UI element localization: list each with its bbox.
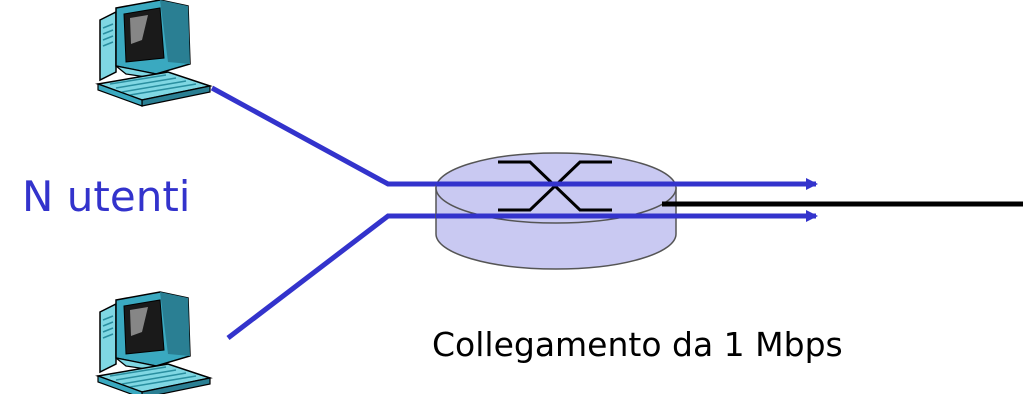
desktop-computer-icon [97, 291, 211, 394]
link-capacity-label: Collegamento da 1 Mbps [432, 325, 843, 364]
access-line-bottom [226, 213, 436, 340]
access-line-top [210, 85, 436, 187]
desktop-computer-icon [97, 0, 211, 107]
users-label: N utenti [22, 172, 191, 221]
router-icon [435, 152, 677, 270]
